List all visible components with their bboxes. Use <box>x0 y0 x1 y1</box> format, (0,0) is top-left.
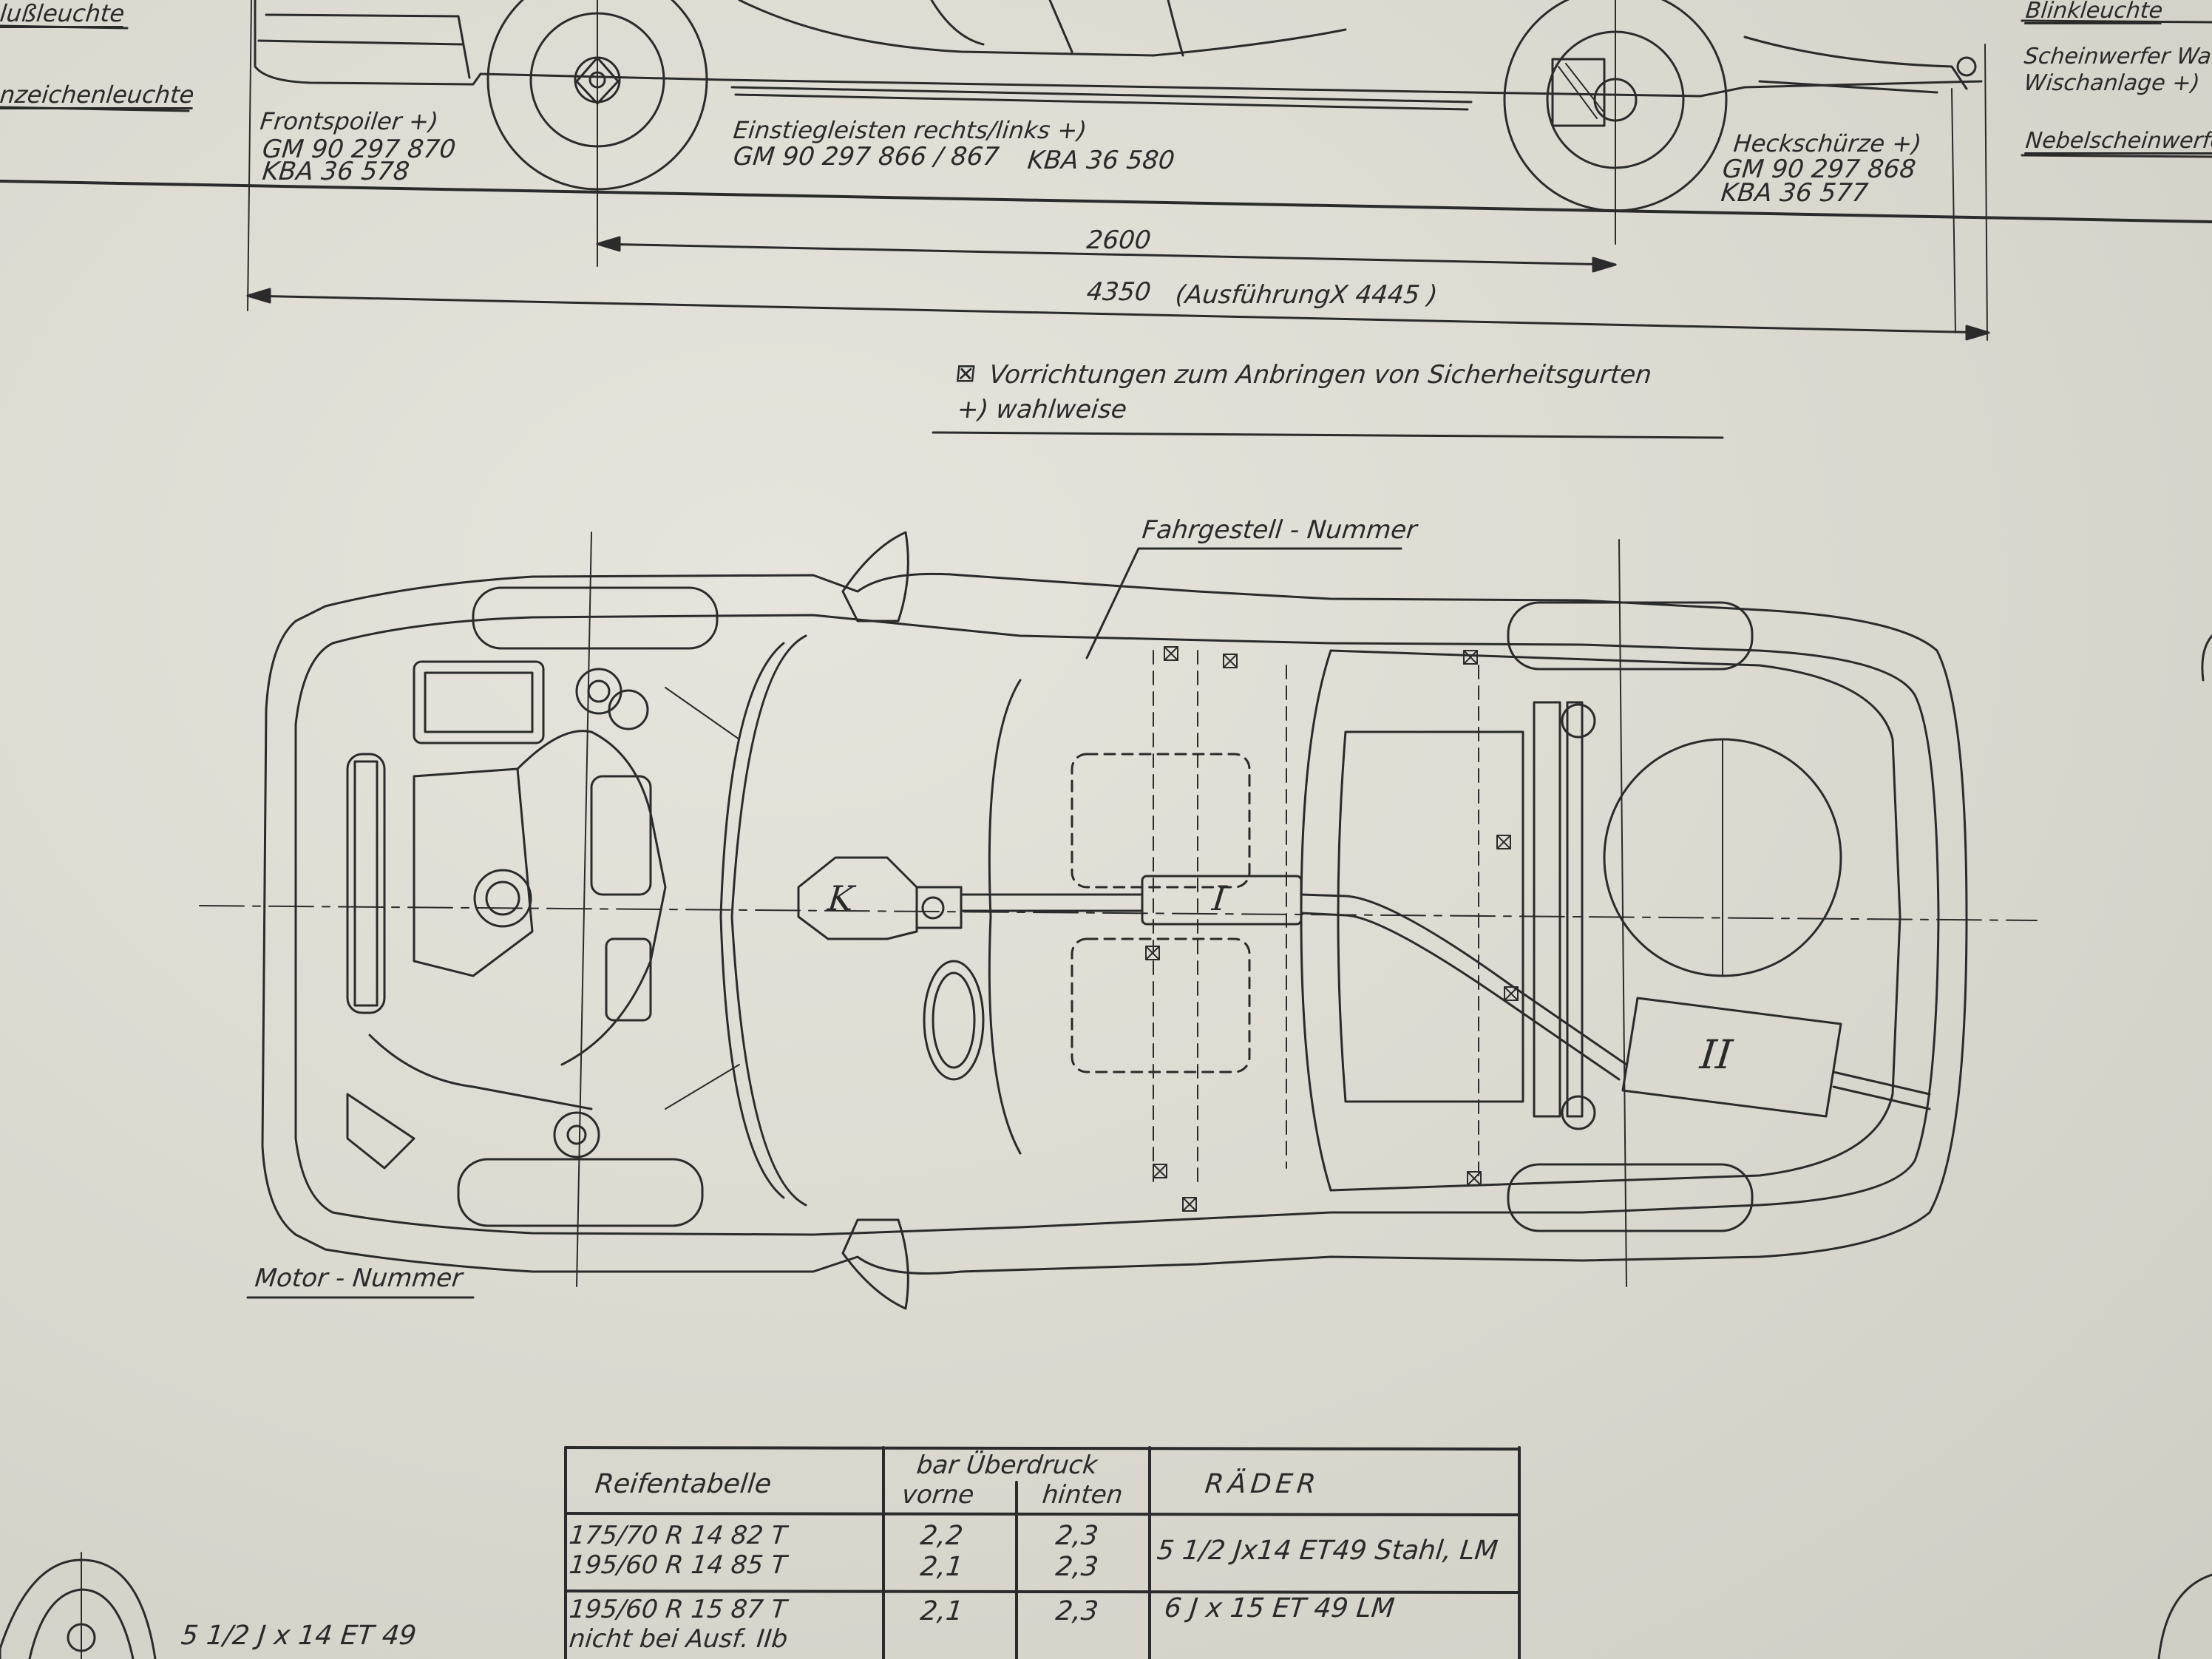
label-chassis-number: Fahrgestell - Nummer <box>1140 515 1419 545</box>
table-row2-tire1: 195/60 R 15 87 T <box>567 1595 788 1624</box>
label-turn-signal: Blinkleuchte <box>2024 0 2165 24</box>
tire-table-grid <box>564 1446 1521 1659</box>
side-view <box>0 0 2212 341</box>
table-row1-front1: 2,2 <box>918 1521 965 1551</box>
dimension-wheelbase: 2600 <box>1085 225 1153 255</box>
label-engine-number: Motor - Nummer <box>253 1263 464 1293</box>
table-header-wheels: RÄDER <box>1203 1469 1322 1499</box>
table-row1-wheels: 5 1/2 Jx14 ET49 Stahl, LM <box>1155 1536 1499 1566</box>
table-header-pressure: bar Überdruck <box>915 1451 1099 1480</box>
belt-mark-symbol: ⊠ <box>953 359 978 388</box>
rear-apron-title: Heckschürze +) <box>1732 129 1923 157</box>
table-row2-front: 2,1 <box>918 1596 965 1626</box>
table-row2-wheels: 6 J x 15 ET 49 LM <box>1162 1593 1397 1624</box>
dimension-length: 4350 <box>1085 277 1153 307</box>
label-headlamp-line2: Wischanlage +) <box>2023 70 2202 96</box>
label-fog-lamp: Nebelscheinwerfe <box>2024 128 2212 154</box>
label-partial-top-left: lußleuchte <box>0 0 126 27</box>
table-header-front: vorne <box>900 1480 976 1510</box>
label-headlamp-line1: Scheinwerfer Wa <box>2023 44 2212 69</box>
table-row2-rear: 2,3 <box>1054 1596 1100 1626</box>
table-row1-rear2: 2,3 <box>1054 1552 1100 1582</box>
dimension-length-note: (AusführungX 4445 ) <box>1173 280 1439 310</box>
top-view <box>199 531 2038 1310</box>
table-row1-tire2: 195/60 R 14 85 T <box>567 1550 788 1580</box>
table-header-rear: hinten <box>1040 1480 1124 1510</box>
rim-drawing <box>0 1552 157 1659</box>
mark-muffler-ii: II <box>1697 1031 1735 1078</box>
sill-strips-kba: KBA 36 580 <box>1025 146 1176 175</box>
sill-strips-title: Einstiegleisten rechts/links +) <box>732 116 1088 144</box>
rear-apron-kba: KBA 36 577 <box>1719 178 1870 208</box>
table-row2-note: nicht bei Ausf. IIb <box>567 1624 790 1654</box>
sill-strips-gm: GM 90 297 866 / 867 <box>731 142 1001 172</box>
rim-caption: 5 1/2 J x 14 ET 49 <box>179 1621 418 1651</box>
mark-k: K <box>826 878 856 918</box>
rear-wheel <box>1503 0 1728 245</box>
table-header-tires: Reifentabelle <box>593 1469 773 1499</box>
front-spoiler-kba: KBA 36 578 <box>260 157 411 186</box>
legend-belt-anchors: Vorrichtungen zum Anbringen von Sicherhe… <box>987 360 1653 390</box>
front-wheel <box>486 0 708 267</box>
table-row1-front2: 2,1 <box>918 1552 965 1582</box>
belt-anchor-marks <box>1145 646 1519 1212</box>
label-partial-license-lamp: nzeichenleuchte <box>0 81 196 109</box>
legend-optional: +) wahlweise <box>955 395 1129 424</box>
table-row1-tire1: 175/70 R 14 82 T <box>567 1521 788 1550</box>
front-spoiler-title: Frontspoiler +) <box>259 107 440 135</box>
table-row1-rear1: 2,3 <box>1054 1521 1100 1551</box>
